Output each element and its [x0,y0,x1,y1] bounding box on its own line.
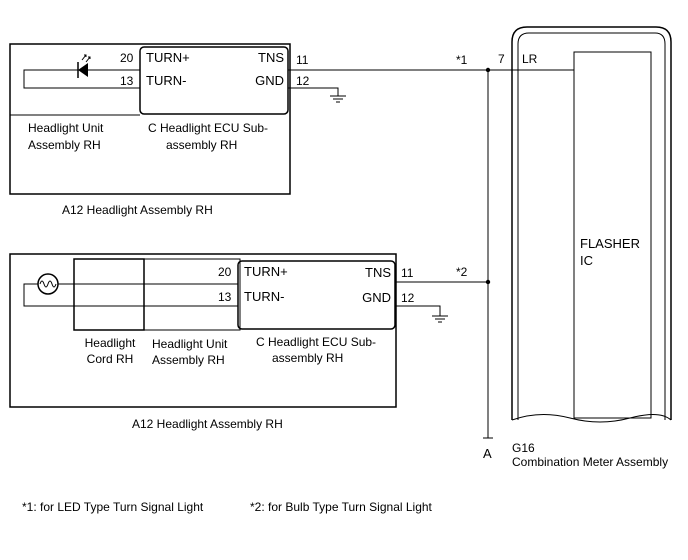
top-note-marker: *1 [456,53,468,67]
top-splice-dot [485,67,491,73]
bottom-ecu-tns: TNS [365,265,391,280]
meter-inner-outline [517,32,666,420]
bottom-splice-dot [485,279,491,285]
top-headlight-assembly: 20 13 TURN+ TURN- TNS GND Headlight Unit… [9,43,574,217]
meter-outer-outline [511,26,672,420]
top-ecu-tns: TNS [258,50,284,65]
top-ecu-box [139,46,289,115]
flasher-ic-box [573,51,652,419]
bottom-pin-12: 12 [401,291,415,305]
flasher-ic-label: FLASHER [580,236,640,251]
cord-label: Headlight [85,336,136,350]
bottom-ecu-label-2: assembly RH [272,351,343,365]
bottom-assembly-outline [9,253,397,408]
bottom-ground-icon [432,315,448,323]
bottom-ecu-label: C Headlight ECU Sub- [256,335,376,349]
bottom-headlight-assembly: 20 13 TURN+ TURN- TNS GND Headlight Cord… [9,253,488,431]
bottom-note-marker: *2 [456,265,468,279]
top-unit-label-2: Assembly RH [28,138,101,152]
cord-label-2: Cord RH [87,352,134,366]
bottom-pin-20: 20 [218,265,232,279]
top-ecu-gnd: GND [255,73,284,88]
top-ecu-turn-plus: TURN+ [146,50,190,65]
top-ecu-label: C Headlight ECU Sub- [148,121,268,135]
bottom-unit-label-2: Assembly RH [152,353,225,367]
meter-code: G16 [512,441,535,455]
bottom-loop-wire [23,283,238,307]
unit-box [143,258,241,331]
meter-signal-label: LR [522,52,538,66]
top-pin-12: 12 [296,74,310,88]
meter-name: Combination Meter Assembly [512,455,668,469]
top-assembly-outline [9,43,291,195]
meter-pin-7: 7 [498,52,505,66]
top-ecu-label-2: assembly RH [166,138,237,152]
top-assembly-caption: A12 Headlight Assembly RH [62,203,213,217]
bottom-ecu-turn-plus: TURN+ [244,264,288,279]
meter-break-line [511,414,672,423]
top-pin-13: 13 [120,74,134,88]
combination-meter: 7 LR FLASHER IC G16 Combination Meter As… [498,26,672,469]
top-unit-label: Headlight Unit [28,121,104,135]
cord-box [73,258,145,331]
top-pin-11: 11 [296,53,309,67]
bottom-ecu-gnd: GND [362,290,391,305]
bottom-pin-11: 11 [401,266,414,280]
junction-bus: A [483,67,493,461]
top-ecu-turn-minus: TURN- [146,73,186,88]
top-gnd-wire [288,87,339,96]
top-pin-20: 20 [120,51,134,65]
top-loop-wire [23,69,140,89]
bulb-icon [37,273,59,295]
bottom-ecu-box [237,260,396,330]
led-icon [77,54,91,78]
top-ground-icon [330,95,346,103]
footnote-bulb: *2: for Bulb Type Turn Signal Light [250,500,433,514]
bottom-ecu-turn-minus: TURN- [244,289,284,304]
bottom-pin-13: 13 [218,290,232,304]
flasher-ic-label-2: IC [580,253,593,268]
bottom-gnd-wire [395,305,441,316]
footnote-led: *1: for LED Type Turn Signal Light [22,500,204,514]
bottom-unit-label: Headlight Unit [152,337,228,351]
junction-label: A [483,446,492,461]
bottom-assembly-caption: A12 Headlight Assembly RH [132,417,283,431]
